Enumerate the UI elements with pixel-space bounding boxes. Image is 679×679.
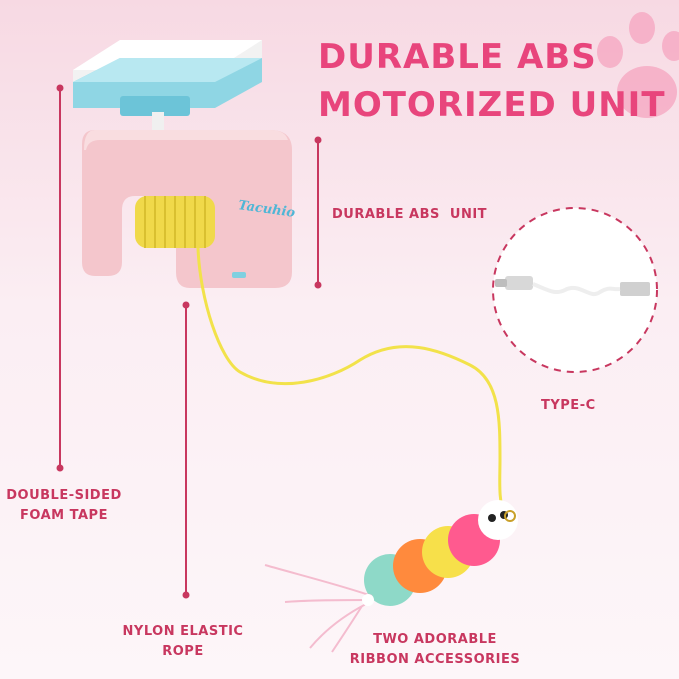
nylon-elastic-rope: [196, 247, 507, 519]
motor-unit: [82, 130, 292, 288]
usb-type-c-cable: [495, 276, 650, 296]
ribbon-accessories: [264, 564, 373, 653]
label-ribbon-line-1: TWO ADORABLE: [373, 632, 497, 647]
caterpillar-toy: [364, 500, 518, 606]
headline-line-2: MOTORIZED UNIT: [318, 85, 666, 125]
callout-lines: [59, 88, 319, 595]
label-foam-tape-line-2: FOAM TAPE: [20, 508, 108, 523]
label-nylon-rope-line-1: NYLON ELASTIC: [122, 624, 244, 639]
label-type-c: TYPE-C: [541, 398, 596, 413]
callout-dots: [56, 84, 322, 599]
label-foam-tape-line-1: DOUBLE-SIDED: [6, 488, 122, 503]
label-ribbon-line-2: RIBBON ACCESSORIES: [349, 652, 521, 667]
label-foam-tape: DOUBLE-SIDED FOAM TAPE: [4, 486, 124, 526]
label-nylon-rope-line-2: ROPE: [162, 644, 204, 659]
label-ribbon-accessories: TWO ADORABLE RIBBON ACCESSORIES: [340, 630, 530, 670]
headline-line-1: DURABLE ABS: [318, 37, 597, 77]
mount-plate: [73, 40, 262, 134]
paw-print-icon: [597, 12, 679, 118]
label-nylon-rope: NYLON ELASTIC ROPE: [118, 622, 248, 662]
label-durable-abs-unit: DURABLE ABS UNIT: [332, 207, 488, 222]
